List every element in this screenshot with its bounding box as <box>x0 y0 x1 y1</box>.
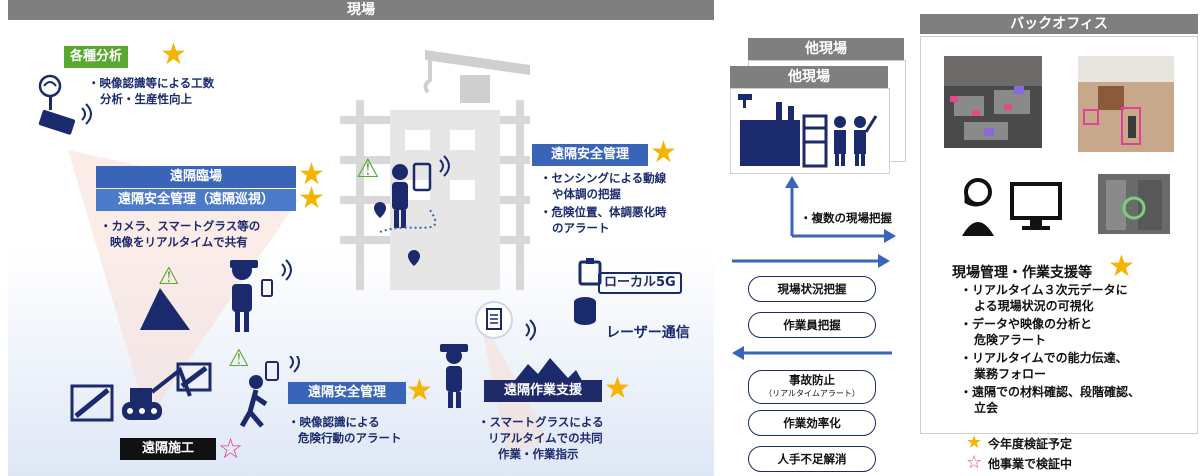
bo-item-4: 危険アラート <box>974 333 1047 347</box>
desc-sensing-3: ・危険位置、体調悪化時 <box>540 205 667 219</box>
desc-sensing-4: のアラート <box>552 221 610 235</box>
pill-worker-status: 作業員把握 <box>748 312 876 338</box>
legend-outline-label: 他事業で検証中 <box>988 457 1073 471</box>
desc-sensing-2: や体調の把握 <box>552 187 621 201</box>
tag-analysis: 各種分析 <box>64 46 129 68</box>
label-local5g: ローカル5G <box>598 272 682 294</box>
desc-sensing-1: ・センシングによる動線 <box>540 171 667 185</box>
construction-scene <box>70 356 300 428</box>
bo-item-6: 業務フォロー <box>974 367 1047 381</box>
star-icon: ★ <box>298 157 325 192</box>
pill-accident-sub: （リアルタイムアラート） <box>764 389 860 398</box>
label-laser: レーザー通信 <box>606 325 690 341</box>
pill-accident-prevention: 事故防止 （リアルタイムアラート） <box>748 370 876 404</box>
star-icon: ★ <box>604 371 631 406</box>
warning-icon: ⚠ <box>158 262 180 290</box>
backoffice-title: 現場管理・作業支援等 <box>952 265 1092 281</box>
desc-camera-2: 映像をリアルタイムで共有 <box>110 235 248 249</box>
pill-efficiency: 作業効率化 <box>748 410 876 436</box>
legend-filled-label: 今年度検証予定 <box>988 437 1073 451</box>
warning-icon: ⚠ <box>356 154 380 184</box>
pill-site-status: 現場状況把握 <box>748 276 876 302</box>
tag-remote-safety-bottom: 遠隔安全管理 <box>288 382 406 404</box>
mountain-icon <box>512 358 584 384</box>
star-icon: ★ <box>1108 249 1135 284</box>
bo-item-1: ・リアルタイム３次元データに <box>960 283 1128 297</box>
site-header: 現場 <box>8 0 714 20</box>
desc-camera-1: ・カメラ、スマートグラス等の <box>100 219 261 233</box>
smartglass-worker-scene <box>140 259 292 332</box>
pill-labor-shortage: 人手不足解消 <box>748 446 876 472</box>
3d-site-photo <box>944 56 1042 148</box>
tag-remote-safety-top: 遠隔安全管理 <box>532 144 648 166</box>
label-multi-site: ・複数の現場把握 <box>800 211 892 225</box>
tag-remote-patrol: 遠隔安全管理（遠隔巡視） <box>96 189 296 211</box>
remote-view-photo <box>1098 174 1170 234</box>
bo-item-8: 立会 <box>974 401 999 415</box>
desc-smartglass-2: リアルタイムでの共同 <box>488 431 603 445</box>
legend-star-outline-icon: ☆ <box>966 452 983 473</box>
star-icon: ★ <box>160 37 187 72</box>
star-icon: ★ <box>298 181 325 216</box>
document-icon <box>475 301 536 341</box>
star-icon: ★ <box>650 135 677 170</box>
backoffice-header: バックオフィス <box>920 14 1198 34</box>
desc-analysis-1: ・映像認識等による工数 <box>88 76 215 90</box>
tag-remote-support: 遠隔作業支援 <box>484 380 602 402</box>
desc-analysis-2: 分析・生産性向上 <box>100 92 192 106</box>
star-outline-icon: ☆ <box>218 432 244 465</box>
desc-smartglass-3: 作業・作業指示 <box>498 447 579 461</box>
legend-star-icon: ★ <box>966 432 983 453</box>
arrow-left <box>732 346 892 360</box>
tag-remote-witness: 遠隔臨場 <box>96 166 296 188</box>
bo-item-7: ・遠隔での材料確認、段階確認、 <box>960 385 1141 399</box>
desc-video-recog-1: ・映像認識による <box>288 415 380 429</box>
sensing-worker-icon <box>379 155 450 233</box>
bo-item-2: よる現場状況の可視化 <box>974 299 1094 313</box>
tag-remote-construction: 遠隔施工 <box>120 438 216 460</box>
database-icon <box>574 297 596 325</box>
star-icon: ★ <box>406 373 433 408</box>
desc-video-recog-2: 危険行動のアラート <box>298 431 402 445</box>
arrow-right <box>732 254 890 268</box>
bo-item-5: ・リアルタイムでの能力伝達、 <box>960 351 1128 365</box>
bo-item-3: ・データや映像の分析と <box>960 317 1093 331</box>
pill-accident-main: 事故防止 <box>789 373 835 387</box>
support-worker-icon <box>440 344 468 408</box>
operator-pc-icon <box>962 178 1062 236</box>
map-pin-icon <box>374 202 420 266</box>
multi-site-arrow <box>785 176 896 243</box>
cctv-camera-icon <box>38 74 92 135</box>
worker-detection-photo <box>1078 56 1174 152</box>
factory-workers-icon <box>738 94 878 168</box>
other-site-header-front: 他現場 <box>730 66 888 88</box>
building-illustration <box>340 50 530 290</box>
other-site-header-back: 他現場 <box>748 38 904 60</box>
desc-smartglass-1: ・スマートグラスによる <box>478 415 604 429</box>
warning-icon: ⚠ <box>228 344 250 372</box>
